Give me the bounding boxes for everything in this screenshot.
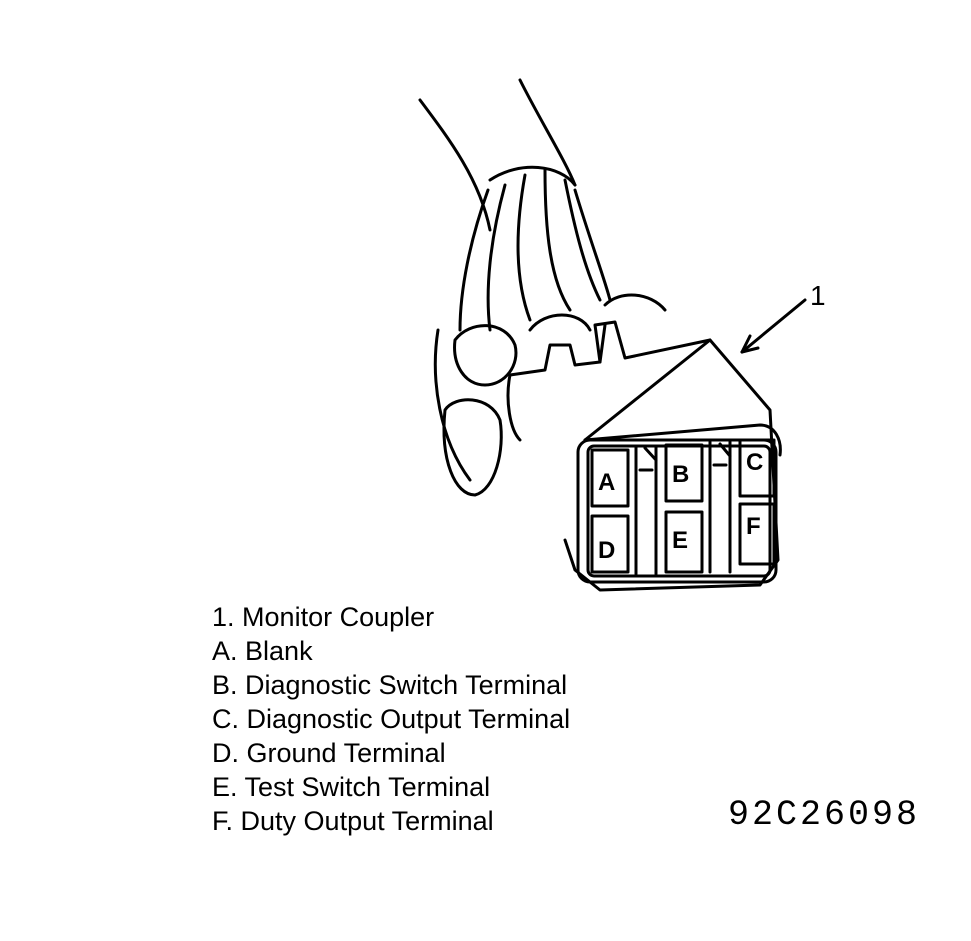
terminal-a-label: A [598, 469, 615, 496]
legend-text: Diagnostic Output Terminal [246, 704, 571, 734]
terminal-b-label: B [672, 461, 689, 488]
figure-code: 92C26098 [728, 795, 921, 835]
legend-item: A. Blank [212, 634, 570, 668]
legend-key: F. [212, 806, 234, 836]
legend-text: Blank [245, 636, 313, 666]
legend-key: 1. [212, 602, 235, 632]
legend-text: Diagnostic Switch Terminal [245, 670, 568, 700]
legend-item: E. Test Switch Terminal [212, 770, 570, 804]
wire-harness [418, 78, 612, 482]
callout-number: 1 [810, 280, 826, 311]
legend-text: Monitor Coupler [242, 602, 435, 632]
legend-key: E. [212, 772, 238, 802]
callout-leader [740, 298, 807, 354]
legend-key: C. [212, 704, 239, 734]
legend-item: D. Ground Terminal [212, 736, 570, 770]
legend-key: A. [212, 636, 238, 666]
terminal-e-label: E [672, 527, 688, 554]
legend-item: B. Diagnostic Switch Terminal [212, 668, 570, 702]
legend-item: F. Duty Output Terminal [212, 804, 570, 838]
legend-item: 1. Monitor Coupler [212, 600, 570, 634]
wire-boots [442, 293, 667, 497]
legend-text: Test Switch Terminal [244, 772, 491, 802]
legend-item: C. Diagnostic Output Terminal [212, 702, 570, 736]
terminal-d-label: D [598, 537, 615, 564]
legend-key: B. [212, 670, 238, 700]
legend-key: D. [212, 738, 239, 768]
legend-list: 1. Monitor Coupler A. Blank B. Diagnosti… [212, 600, 570, 838]
terminal-grid [590, 438, 776, 576]
legend-text: Duty Output Terminal [240, 806, 494, 836]
terminal-f-label: F [746, 513, 761, 540]
terminal-c-label: C [746, 449, 763, 476]
legend-text: Ground Terminal [246, 738, 446, 768]
